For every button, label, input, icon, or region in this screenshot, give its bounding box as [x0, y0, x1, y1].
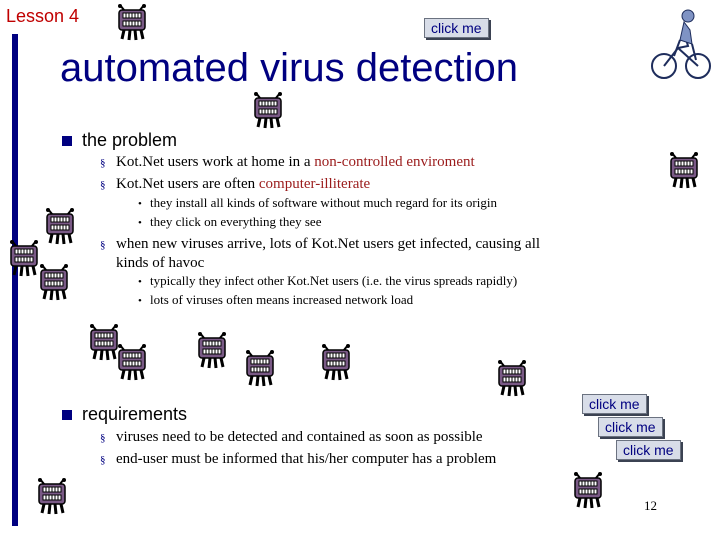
left-accent-bar [12, 34, 18, 526]
virus-bug-icon [44, 208, 76, 246]
page-number: 12 [644, 498, 657, 513]
virus-bug-icon [196, 332, 228, 370]
problem-sub1-item-2-text: they click on everything they see [150, 214, 322, 229]
dot-bullet-icon: • [138, 217, 142, 229]
problem-heading: the problem [62, 130, 177, 151]
section-bullet-icon: § [100, 454, 106, 466]
dot-bullet-icon: • [138, 198, 142, 210]
section-bullet-icon: § [100, 179, 106, 191]
problem-item-3-line-1: when new viruses arrive, lots of Kot.Net… [116, 236, 541, 252]
virus-bug-icon [252, 92, 284, 130]
section-bullet-icon: § [100, 157, 106, 169]
virus-bug-icon [496, 360, 528, 398]
problem-item-3: § when new viruses arrive, lots of Kot.Ne… [100, 235, 540, 272]
virus-bug-icon [116, 4, 148, 42]
requirements-item-2: § end-user must be informed that his/her … [100, 450, 496, 469]
problem-item-2-highlight: computer-illiterate [258, 176, 371, 192]
problem-sub2-item-2-text: lots of viruses often means increased ne… [150, 292, 414, 307]
cyclist-icon [651, 9, 711, 79]
requirements-item-2-text: end-user must be informed that his/her c… [116, 451, 497, 467]
virus-bug-icon [8, 240, 40, 278]
requirements-item-1: § viruses need to be detected and contain… [100, 428, 483, 447]
problem-sub2-item-1-text: typically they infect other Kot.Net user… [150, 273, 518, 288]
problem-item-1-highlight: non-controlled enviroment [314, 154, 475, 170]
problem-heading-text: the problem [82, 130, 178, 150]
problem-item-1: § Kot.Net users work at home in a non-con… [100, 153, 475, 172]
problem-sub1-item-1-text: they install all kinds of software witho… [150, 195, 497, 210]
virus-bug-icon [38, 264, 70, 302]
problem-sub2-item-2: • lots of viruses often means increased n… [138, 292, 413, 308]
click-me-button-1[interactable]: click me [582, 394, 647, 414]
problem-sub1-item-1: • they install all kinds of software with… [138, 195, 497, 211]
section-bullet-icon: § [100, 432, 106, 444]
virus-bug-icon [116, 344, 148, 382]
dot-bullet-icon: • [138, 295, 142, 307]
click-me-button-top[interactable]: click me [424, 18, 489, 38]
square-bullet-icon [62, 136, 72, 147]
requirements-heading: requirements [62, 404, 187, 425]
virus-bug-icon [244, 350, 276, 388]
problem-sub2-item-1: • typically they infect other Kot.Net use… [138, 273, 517, 289]
virus-bug-icon [668, 152, 700, 190]
virus-bug-icon [320, 344, 352, 382]
click-me-button-2[interactable]: click me [598, 417, 663, 437]
problem-item-2: § Kot.Net users are often computer-illite… [100, 175, 370, 194]
virus-bug-icon [572, 472, 604, 510]
problem-sub1-item-2: • they click on everything they see [138, 214, 321, 230]
requirements-heading-text: requirements [82, 404, 188, 424]
virus-bug-icon [36, 478, 68, 516]
requirements-item-1-text: viruses need to be detected and containe… [116, 429, 483, 445]
problem-item-3-line-2: kinds of havoc [116, 255, 205, 271]
dot-bullet-icon: • [138, 276, 142, 288]
click-me-button-3[interactable]: click me [616, 440, 681, 460]
section-bullet-icon: § [100, 239, 106, 251]
problem-item-2-text: Kot.Net users are often [116, 176, 259, 192]
problem-item-1-text: Kot.Net users work at home in a [116, 154, 315, 170]
lesson-label: Lesson 4 [6, 6, 80, 26]
square-bullet-icon [62, 410, 72, 421]
page-title: automated virus detection [60, 46, 519, 90]
